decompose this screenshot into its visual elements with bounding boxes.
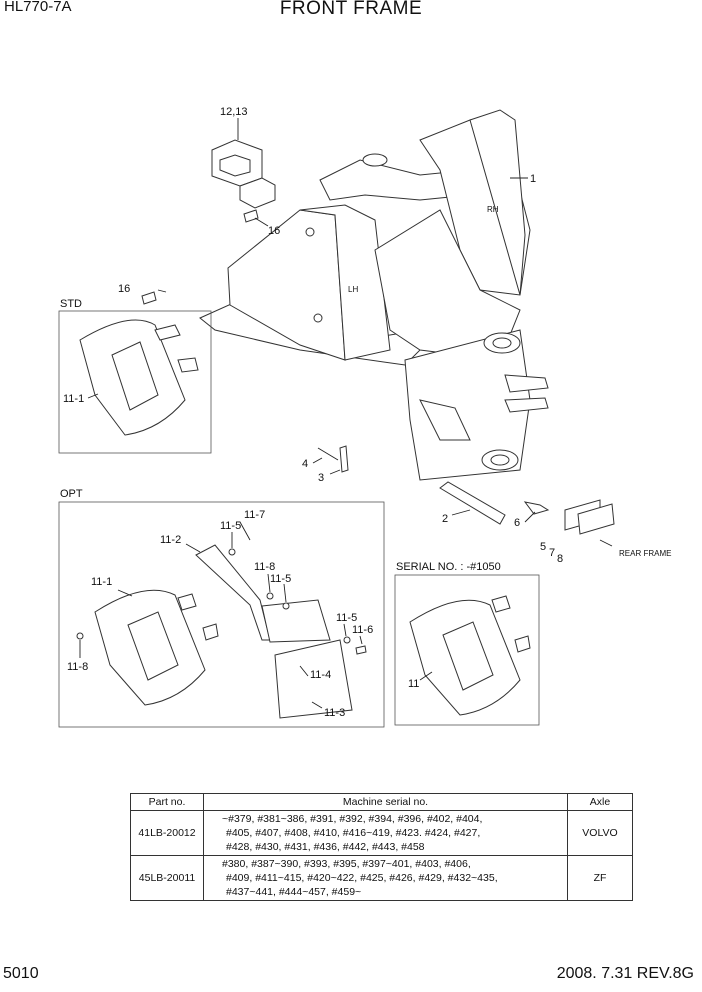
callout-opt-11-1: 11-1 xyxy=(91,576,112,588)
table-row: 41LB-20012 ~#379, #381~386, #391, #392, … xyxy=(130,810,633,856)
frame-arm xyxy=(504,374,549,393)
serial-line: #409, #411~415, #420~422, #425, #426, #4… xyxy=(226,872,498,884)
bolt-6 xyxy=(523,501,550,515)
callout-opt-11-3: 11-3 xyxy=(324,707,345,719)
std-fender-11-1 xyxy=(79,319,199,436)
opt-washer xyxy=(228,548,236,556)
part-no-cell: 45LB-20011 xyxy=(130,855,204,901)
callout-opt-11-2: 11-2 xyxy=(160,534,181,546)
serial-line: #380, #387~390, #393, #395, #397~401, #4… xyxy=(222,858,471,870)
callout-opt-11-4: 11-4 xyxy=(310,669,331,681)
frame-lower-hinge xyxy=(404,329,531,481)
callout-1: 1 xyxy=(530,173,536,185)
page-number: 5010 xyxy=(3,965,39,982)
callout-12-13: 12,13 xyxy=(220,106,248,118)
rh-mark: RH xyxy=(487,205,499,214)
col-machine-serial: Machine serial no. xyxy=(203,793,568,811)
model-name: HL770-7A xyxy=(4,0,72,15)
callout-6: 6 xyxy=(514,517,520,529)
serial-line: ~#379, #381~386, #391, #392, #394, #396,… xyxy=(222,813,483,825)
callout-2: 2 xyxy=(442,513,448,525)
callout-16-lower: 16 xyxy=(118,283,130,295)
col-axle: Axle xyxy=(567,793,633,811)
bolt-16-upper xyxy=(243,209,259,223)
serial-box xyxy=(394,574,540,726)
opt-fender-11-1 xyxy=(94,589,219,706)
std-label: STD xyxy=(60,298,82,310)
part-no-cell: 41LB-20012 xyxy=(130,810,204,856)
link-bar-2 xyxy=(439,481,506,525)
callout-8: 8 xyxy=(557,553,563,565)
serial-cell: #380, #387~390, #393, #395, #397~401, #4… xyxy=(203,855,568,901)
opt-mudflap-11-3 xyxy=(274,639,353,719)
callout-16-upper: 16 xyxy=(268,225,280,237)
opt-bracket-11-4 xyxy=(261,599,331,643)
bracket-12-13 xyxy=(211,139,276,209)
serial-fender-11 xyxy=(409,595,531,716)
serial-line: #405, #407, #408, #410, #416~419, #423. … xyxy=(226,827,481,839)
revision-date: 2008. 7.31 REV.8G xyxy=(556,965,694,982)
callout-5: 5 xyxy=(540,541,546,553)
callout-opt-11-5-b: 11-5 xyxy=(270,573,291,585)
callout-opt-11-6: 11-6 xyxy=(352,624,373,636)
axle-cell: ZF xyxy=(567,855,633,901)
rear-frame-label: REAR FRAME xyxy=(619,549,671,558)
rear-frame-arrow xyxy=(599,539,613,547)
serial-line: #437~441, #444~457, #459~ xyxy=(226,886,362,898)
front-frame-assembly: RH LH xyxy=(199,109,549,481)
callout-std-11-1: 11-1 xyxy=(63,393,84,405)
callout-3: 3 xyxy=(318,472,324,484)
opt-fender-extension-11-2 xyxy=(195,544,271,641)
callout-4: 4 xyxy=(302,458,308,470)
serial-line: #428, #430, #431, #436, #442, #443, #458 xyxy=(226,841,425,853)
serial-cell: ~#379, #381~386, #391, #392, #394, #396,… xyxy=(203,810,568,856)
col-part-no: Part no. xyxy=(130,793,204,811)
callout-opt-11-5-c: 11-5 xyxy=(336,612,357,624)
serial-number-table: Part no. Machine serial no. Axle 41LB-20… xyxy=(130,793,633,901)
callout-serial-11: 11 xyxy=(408,678,419,690)
pin-4 xyxy=(317,447,339,461)
opt-label: OPT xyxy=(60,488,83,500)
bolt-3 xyxy=(339,445,349,473)
table-row: 45LB-20011 #380, #387~390, #393, #395, #… xyxy=(130,855,633,901)
bolt-16-lower xyxy=(141,291,157,305)
callout-opt-11-8-a: 11-8 xyxy=(254,561,275,573)
shims-5-7-8 xyxy=(564,499,615,535)
axle-cell: VOLVO xyxy=(567,810,633,856)
opt-box xyxy=(58,501,385,728)
serial-label: SERIAL NO. : -#1050 xyxy=(396,561,501,573)
callout-7: 7 xyxy=(549,547,555,559)
page-title: FRONT FRAME xyxy=(279,0,423,19)
table-header-row: Part no. Machine serial no. Axle xyxy=(130,793,633,811)
callout-opt-11-5-a: 11-5 xyxy=(220,520,241,532)
callout-opt-11-8-b: 11-8 xyxy=(67,661,88,673)
std-box xyxy=(58,310,212,454)
callout-opt-11-7: 11-7 xyxy=(244,509,265,521)
lh-mark: LH xyxy=(348,285,358,294)
